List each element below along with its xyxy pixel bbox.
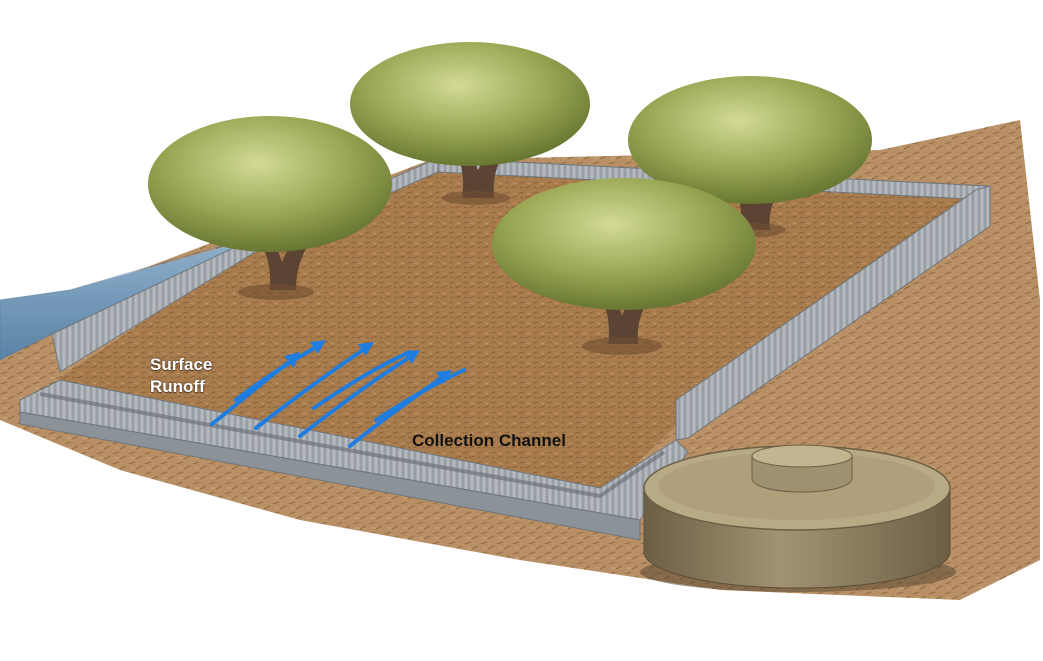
collection-channel-label: Collection Channel — [412, 431, 566, 450]
water-flow-arrow-icon — [348, 370, 452, 448]
tree-icon — [148, 116, 392, 300]
water-flow-arrow-icon — [374, 368, 466, 422]
surface-runoff-label: Surface Runoff — [150, 354, 270, 398]
water-flow-arrow-icon — [234, 340, 326, 402]
tree-icon — [492, 178, 756, 355]
water-flow-arrow-icon — [254, 342, 374, 430]
right-wall — [675, 185, 991, 441]
surface-runoff-label-line1: Surface — [150, 355, 213, 374]
tree-icon — [350, 42, 590, 205]
water-flow-arrow-icon — [312, 350, 412, 410]
storage-tank-icon — [640, 444, 956, 592]
surface-runoff-arrows — [210, 340, 466, 448]
surface-runoff-label-line2: Runoff — [150, 377, 205, 396]
